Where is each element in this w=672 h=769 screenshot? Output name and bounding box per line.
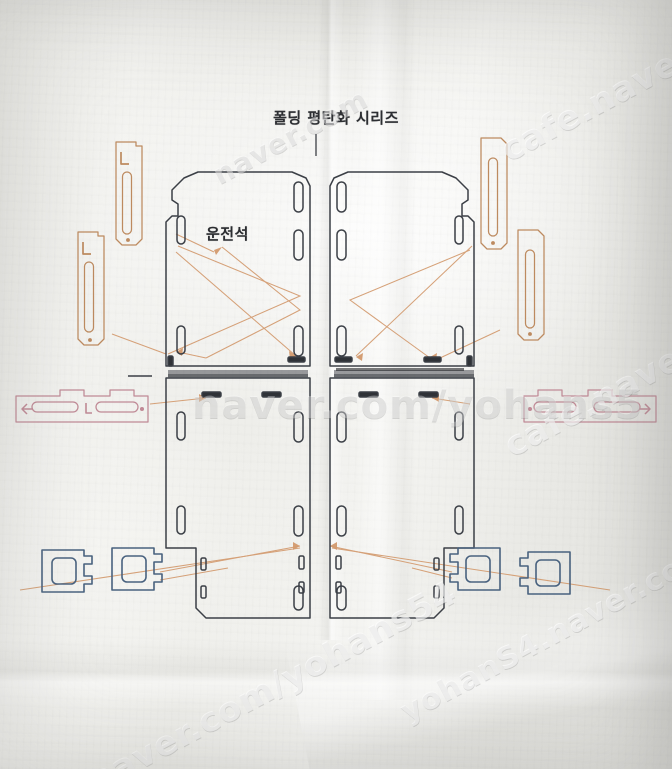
- pink-bar-left: [15, 389, 149, 423]
- driver-seat-label: 운전석: [206, 225, 249, 243]
- orange-strip-right-upper: [480, 137, 508, 250]
- orange-strip-left-lower: [77, 231, 105, 346]
- orange-strip-right-lower: [517, 229, 545, 341]
- upper-right-panel: [329, 171, 475, 367]
- blue-parts: [41, 547, 571, 595]
- pink-bar-right: [523, 389, 657, 423]
- upper-left-panel: [165, 171, 311, 367]
- lower-left-panel: [165, 377, 311, 619]
- leader-arrowheads: [176, 247, 439, 550]
- orange-parts: [77, 137, 545, 346]
- orange-strip-left-upper: [115, 141, 143, 246]
- blue-bracket-right-2: [519, 551, 571, 595]
- blue-bracket-right-1: [449, 547, 501, 591]
- blue-bracket-left-2: [111, 547, 163, 591]
- diagram-title: 폴딩 평탄화 시리즈: [273, 109, 399, 127]
- pink-parts: [15, 389, 657, 423]
- hinge-bars: [168, 368, 474, 378]
- blue-bracket-left-1: [41, 549, 93, 593]
